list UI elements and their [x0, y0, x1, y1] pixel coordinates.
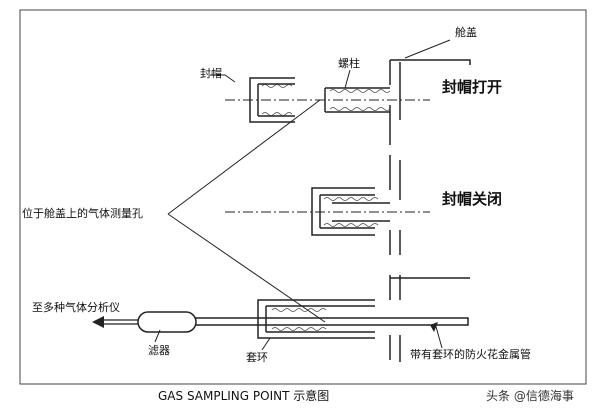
misc-leaders: [154, 322, 443, 351]
cap-open-threads: [261, 84, 391, 116]
cap-closed-threads: [323, 197, 379, 227]
filter-capsule: [137, 311, 197, 333]
bottom-threads: [271, 308, 327, 331]
label-to-analyzer: 至多种气体分析仪: [32, 301, 120, 314]
hatch-cover-leader: [404, 39, 451, 59]
diagram-caption: GAS SAMPLING POINT 示意图: [158, 389, 330, 403]
label-hatch-cover: 舱盖: [455, 26, 477, 39]
gauge-hole-leaders: [167, 99, 326, 323]
analyzer-arrow: [100, 319, 138, 325]
diagram-frame: [19, 9, 587, 385]
label-cap: 封帽: [200, 67, 222, 80]
label-ring: 套环: [246, 351, 268, 364]
cap-open-leaders: [210, 69, 351, 89]
label-gauge-hole: 位于舱盖上的气体测量孔: [22, 207, 143, 220]
bottom-assembly: [195, 299, 469, 339]
label-cap-open: 封帽打开: [442, 78, 503, 96]
analyzer-arrowhead: [92, 316, 104, 328]
watermark: 头条 @信德海事: [486, 389, 574, 403]
label-stud: 螺柱: [338, 57, 360, 70]
label-pipe: 带有套环的防火花金属管: [410, 348, 531, 361]
label-filter: 滤器: [148, 344, 170, 357]
pipe-arrowhead: [430, 322, 438, 332]
label-cap-closed: 封帽关闭: [442, 190, 503, 208]
hatch-cover-wall: [389, 59, 471, 362]
